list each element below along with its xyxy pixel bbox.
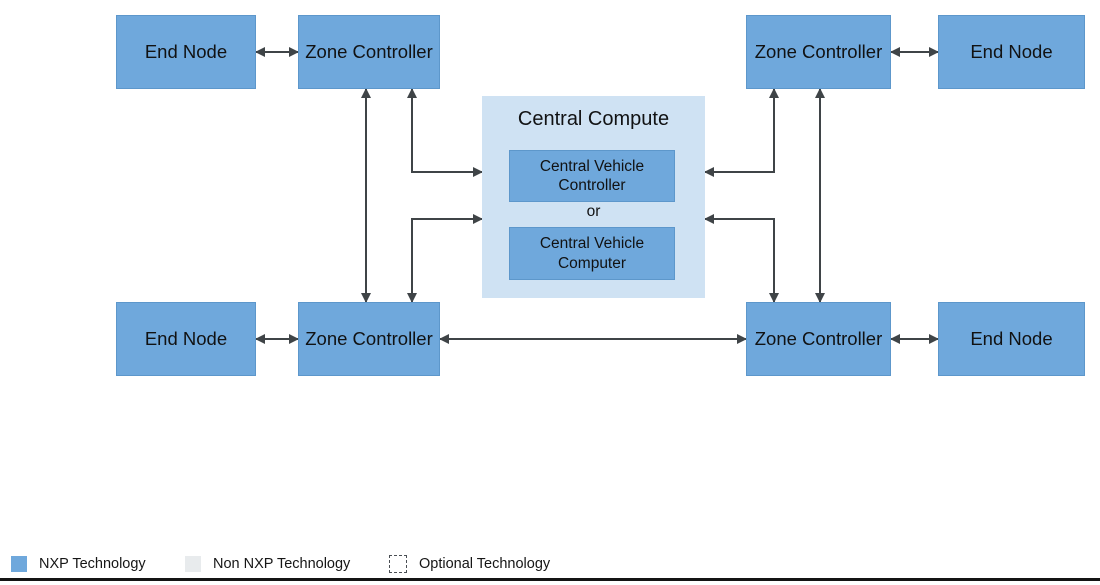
legend-label-optional: Optional Technology [419, 556, 551, 572]
legend: NXP Technology Non NXP Technology Option… [0, 549, 1100, 579]
central-compute-or-label: or [586, 203, 601, 220]
node-zone-controller-top-left: Zone Controller [298, 15, 440, 89]
legend-label-non-nxp: Non NXP Technology [213, 556, 351, 572]
node-end-node-top-left: End Node [116, 15, 256, 89]
arrow-zc-tl-to-central-compute [407, 88, 483, 177]
legend-item-nxp: NXP Technology [11, 549, 146, 579]
legend-item-non-nxp: Non NXP Technology [185, 549, 350, 579]
node-zone-controller-bottom-left: Zone Controller [298, 302, 440, 376]
arrow-zc-tr-to-central-compute [704, 88, 779, 177]
central-compute-group: Central Compute Central Vehicle Controll… [482, 96, 705, 298]
node-zone-controller-top-right: Zone Controller [746, 15, 891, 89]
optional-dashed-square-icon [389, 555, 407, 573]
legend-item-optional: Optional Technology [389, 549, 550, 579]
node-central-vehicle-computer: Central Vehicle Computer [509, 227, 675, 280]
node-central-vehicle-controller: Central Vehicle Controller [509, 150, 675, 202]
arrow-central-compute-to-zc-bl [407, 214, 483, 303]
node-end-node-bottom-left: End Node [116, 302, 256, 376]
legend-label-nxp: NXP Technology [39, 556, 146, 572]
node-end-node-bottom-right: End Node [938, 302, 1085, 376]
arrow-central-compute-to-zc-br [704, 214, 779, 303]
bottom-divider-rule [0, 578, 1100, 581]
node-zone-controller-bottom-right: Zone Controller [746, 302, 891, 376]
central-compute-title: Central Compute [517, 108, 670, 130]
node-end-node-top-right: End Node [938, 15, 1085, 89]
nxp-blue-square-icon [11, 556, 27, 572]
non-nxp-gray-square-icon [185, 556, 201, 572]
